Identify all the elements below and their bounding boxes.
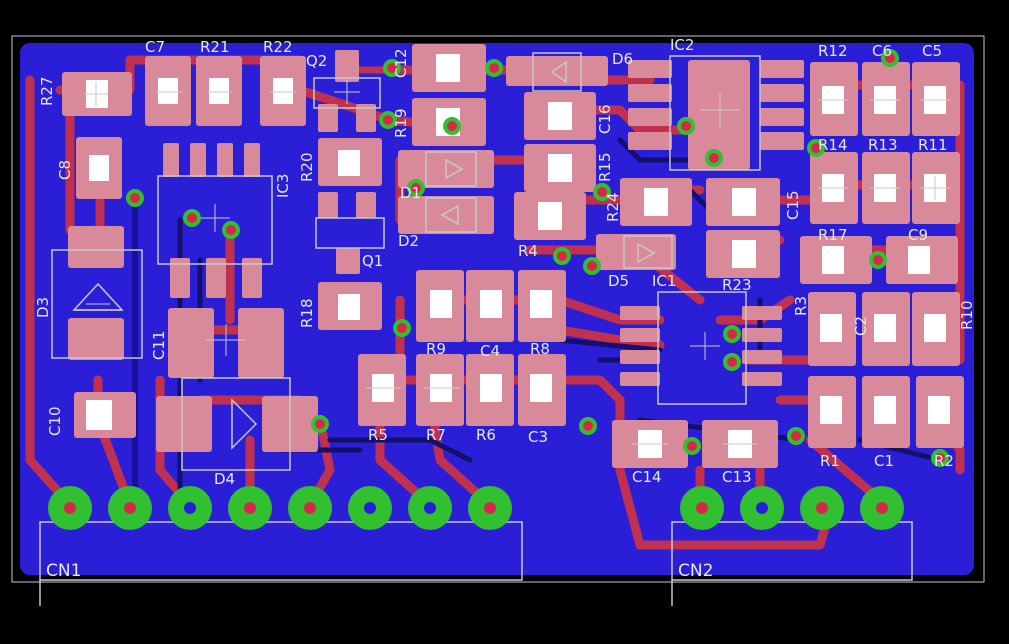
label-c2: C2 <box>852 316 870 336</box>
via-layer <box>126 49 949 467</box>
label-r7: R7 <box>426 426 446 444</box>
connector-cn1-pads <box>48 486 512 530</box>
label-r2: R2 <box>934 452 954 470</box>
silkscreen-outlines <box>39 52 913 606</box>
label-r9: R9 <box>426 340 446 358</box>
label-r21: R21 <box>200 38 230 56</box>
label-c7: C7 <box>145 38 165 56</box>
label-ic3: IC3 <box>274 174 292 198</box>
label-d6: D6 <box>612 50 633 68</box>
label-r18: R18 <box>298 298 316 328</box>
label-c13: C13 <box>722 468 752 486</box>
label-c14: C14 <box>632 468 662 486</box>
label-r3: R3 <box>792 296 810 316</box>
label-c1: C1 <box>874 452 894 470</box>
label-r5: R5 <box>368 426 388 444</box>
label-c9: C9 <box>908 226 928 244</box>
label-c10: C10 <box>46 406 64 436</box>
label-r6: R6 <box>476 426 496 444</box>
label-c12: C12 <box>392 48 410 78</box>
label-d5: D5 <box>608 272 629 290</box>
label-d4: D4 <box>214 470 235 488</box>
connector-cn2-pads <box>680 486 904 530</box>
label-d3: D3 <box>34 297 52 318</box>
label-q1: Q1 <box>362 252 383 270</box>
label-r11: R11 <box>918 136 948 154</box>
label-r1: R1 <box>820 452 840 470</box>
component-bodies <box>86 54 950 458</box>
label-c6: C6 <box>872 42 892 60</box>
label-cn2: CN2 <box>678 561 713 581</box>
label-d2: D2 <box>398 232 419 250</box>
component-labels: C7 R21 R22 Q2 D6 IC2 R12 C6 C5 D1 R14 R1… <box>34 36 976 581</box>
label-r13: R13 <box>868 136 898 154</box>
label-r22: R22 <box>263 38 293 56</box>
label-r17: R17 <box>818 226 848 244</box>
label-r27: R27 <box>38 76 56 106</box>
label-c15: C15 <box>784 190 802 220</box>
label-c11: C11 <box>150 330 168 360</box>
label-q2: Q2 <box>306 52 327 70</box>
origin-crosshairs <box>84 80 950 445</box>
label-r24: R24 <box>604 192 622 222</box>
label-r23: R23 <box>722 276 752 294</box>
label-r4: R4 <box>518 242 538 260</box>
label-ic1: IC1 <box>652 272 676 290</box>
label-r12: R12 <box>818 42 848 60</box>
label-r20: R20 <box>298 152 316 182</box>
label-c5: C5 <box>922 42 942 60</box>
label-c16: C16 <box>596 104 614 134</box>
smd-pads <box>62 44 964 468</box>
label-d1: D1 <box>400 184 421 202</box>
label-r14: R14 <box>818 136 848 154</box>
label-c4: C4 <box>480 342 500 360</box>
board-outline <box>11 35 985 583</box>
label-r15: R15 <box>596 152 614 182</box>
label-r10: R10 <box>958 300 976 330</box>
label-cn1: CN1 <box>46 561 81 581</box>
label-ic2: IC2 <box>670 36 694 54</box>
label-c8: C8 <box>56 160 74 180</box>
label-c3: C3 <box>528 428 548 446</box>
label-r19: R19 <box>392 108 410 138</box>
label-r8: R8 <box>530 340 550 358</box>
